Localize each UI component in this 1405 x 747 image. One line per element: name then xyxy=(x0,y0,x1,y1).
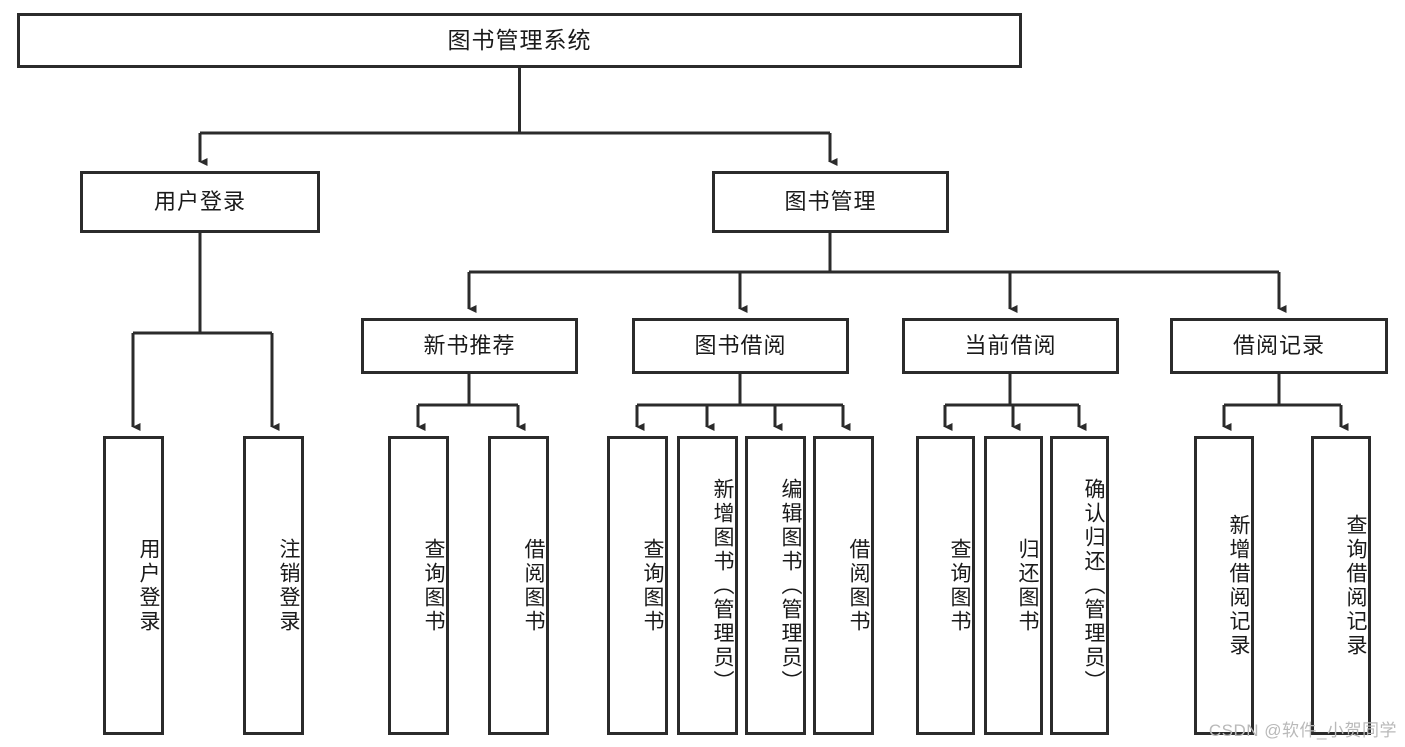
node-label: 查询图书 xyxy=(422,537,445,634)
node-label: 查询图书 xyxy=(948,537,971,634)
node-label: 新增借阅记录 xyxy=(1227,513,1250,658)
leaf-add-book-admin[interactable]: 新增图书（管理员） xyxy=(677,436,738,735)
node-book-borrow[interactable]: 图书借阅 xyxy=(632,318,849,374)
leaf-return-book[interactable]: 归还图书 xyxy=(984,436,1043,735)
node-current-borrow[interactable]: 当前借阅 xyxy=(902,318,1119,374)
leaf-confirm-return-admin[interactable]: 确认归还（管理员） xyxy=(1050,436,1109,735)
node-user-login[interactable]: 用户登录 xyxy=(80,171,320,233)
leaf-query-book-borrow[interactable]: 查询图书 xyxy=(607,436,668,735)
leaf-logout[interactable]: 注销登录 xyxy=(243,436,304,735)
node-label: 归还图书 xyxy=(1016,537,1039,634)
node-label: 用户登录 xyxy=(153,188,246,214)
node-label: 借阅图书 xyxy=(522,537,545,634)
csdn-watermark: CSDN @软件_小贺同学 xyxy=(1208,721,1397,740)
node-borrow-record[interactable]: 借阅记录 xyxy=(1170,318,1388,374)
node-root-system[interactable]: 图书管理系统 xyxy=(17,13,1022,68)
node-label: 图书借阅 xyxy=(694,332,787,358)
leaf-edit-book-admin[interactable]: 编辑图书（管理员） xyxy=(745,436,806,735)
leaf-query-book-current[interactable]: 查询图书 xyxy=(916,436,975,735)
node-new-book-recommend[interactable]: 新书推荐 xyxy=(361,318,578,374)
leaf-add-borrow-record[interactable]: 新增借阅记录 xyxy=(1194,436,1254,735)
node-label: 查询借阅记录 xyxy=(1344,513,1367,658)
leaf-query-book-recommend[interactable]: 查询图书 xyxy=(388,436,449,735)
node-label: 图书管理 xyxy=(784,188,877,214)
node-label: 用户登录 xyxy=(137,537,160,634)
leaf-borrow-book[interactable]: 借阅图书 xyxy=(813,436,874,735)
node-label: 当前借阅 xyxy=(964,332,1057,358)
leaf-borrow-book-recommend[interactable]: 借阅图书 xyxy=(488,436,549,735)
node-label: 查询图书 xyxy=(641,537,664,634)
node-label: 借阅记录 xyxy=(1232,332,1325,358)
node-label: 新增图书（管理员） xyxy=(711,477,734,694)
node-label: 图书管理系统 xyxy=(447,26,592,53)
node-book-management[interactable]: 图书管理 xyxy=(712,171,949,233)
node-label: 注销登录 xyxy=(277,537,300,634)
node-label: 确认归还（管理员） xyxy=(1082,477,1105,694)
leaf-query-borrow-record[interactable]: 查询借阅记录 xyxy=(1311,436,1371,735)
node-label: 新书推荐 xyxy=(423,332,516,358)
node-label: 编辑图书（管理员） xyxy=(779,477,802,694)
leaf-user-login[interactable]: 用户登录 xyxy=(103,436,164,735)
node-label: 借阅图书 xyxy=(847,537,870,634)
